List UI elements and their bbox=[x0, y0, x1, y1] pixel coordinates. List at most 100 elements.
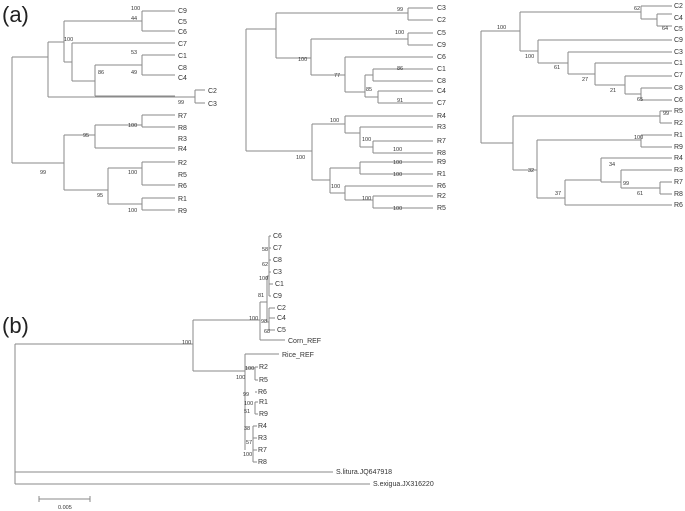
tree-a3-branches bbox=[480, 5, 672, 206]
tree-b-leaf: C4 bbox=[277, 315, 286, 322]
tree-a3-leaf: C6 bbox=[674, 97, 683, 104]
tree-a1-leaf: C4 bbox=[178, 75, 187, 82]
tree-b-leaf: R7 bbox=[258, 447, 267, 454]
tree-b-bootstrap: 58 bbox=[262, 247, 268, 253]
tree-b-bootstrap: 99 bbox=[243, 392, 249, 398]
tree-b-bootstrap: 81 bbox=[258, 293, 264, 299]
tree-a3-bootstrap: 34 bbox=[609, 162, 615, 168]
tree-a2-leaf: C7 bbox=[437, 100, 446, 107]
tree-a2-leaf: C1 bbox=[437, 66, 446, 73]
tree-a3-bootstrap: 65 bbox=[637, 97, 643, 103]
tree-a1-leaf: R7 bbox=[178, 113, 187, 120]
panel-label-a: (a) bbox=[2, 2, 29, 27]
tree-b-leaf: R8 bbox=[258, 459, 267, 466]
tree-a1-branches bbox=[11, 10, 205, 211]
tree-b-leaf: C7 bbox=[273, 245, 282, 252]
tree-b-branches bbox=[14, 235, 370, 485]
tree-a2-bootstrap: 100 bbox=[330, 118, 339, 124]
tree-b-bootstrap: 100 bbox=[245, 366, 254, 372]
tree-a3-bootstrap: 99 bbox=[623, 181, 629, 187]
tree-a1-bootstrap: 100 bbox=[128, 123, 137, 129]
tree-a1-leaf: C3 bbox=[208, 101, 217, 108]
tree-a2-leaf: C3 bbox=[437, 5, 446, 12]
tree-a2-branches bbox=[245, 7, 433, 209]
tree-b-bootstrap: 57 bbox=[246, 440, 252, 446]
tree-b-leaf: C6 bbox=[273, 233, 282, 240]
tree-a2-bootstrap: 91 bbox=[397, 98, 403, 104]
tree-a2-bootstrap: 100 bbox=[331, 184, 340, 190]
tree-a2-leaf: R3 bbox=[437, 124, 446, 131]
tree-a3-bootstrap: 100 bbox=[525, 54, 534, 60]
tree-a3-leaf: R1 bbox=[674, 132, 683, 139]
tree-a3-leaf: C8 bbox=[674, 85, 683, 92]
tree-a2-bootstrap: 100 bbox=[362, 137, 371, 143]
tree-a3-leaf-labels: C2 C4 C5 C9 C3 C1 C7 C8 C6 R5 R2 R1 R9 R… bbox=[674, 3, 683, 209]
tree-a1-bootstrap: 95 bbox=[83, 133, 89, 139]
tree-a2: C3 C2 C5 C9 C6 C1 C8 C4 C7 R4 R3 R7 R8 R… bbox=[245, 5, 446, 212]
scale-bar-label: 0.005 bbox=[58, 505, 72, 511]
tree-b-leaf: C1 bbox=[275, 281, 284, 288]
tree-a1-bootstrap: 49 bbox=[131, 70, 137, 76]
tree-a2-bootstrap: 85 bbox=[366, 87, 372, 93]
tree-a1-leaf: R5 bbox=[178, 172, 187, 179]
tree-a1-leaf: C7 bbox=[178, 41, 187, 48]
tree-a2-bootstrap: 100 bbox=[393, 172, 402, 178]
tree-a3-bootstrap: 27 bbox=[582, 77, 588, 83]
tree-a1-bootstrap: 100 bbox=[131, 6, 140, 12]
tree-a2-leaf: C8 bbox=[437, 78, 446, 85]
tree-a2-bootstrap: 100 bbox=[393, 206, 402, 212]
tree-a2-leaf: C2 bbox=[437, 17, 446, 24]
tree-a2-leaf: R6 bbox=[437, 183, 446, 190]
tree-a2-bootstrap: 100 bbox=[395, 30, 404, 36]
tree-a3-bootstrap: 100 bbox=[634, 135, 643, 141]
tree-a3: C2 C4 C5 C9 C3 C1 C7 C8 C6 R5 R2 R1 R9 R… bbox=[480, 3, 683, 209]
tree-a2-leaf: R7 bbox=[437, 138, 446, 145]
tree-a1-leaf: C9 bbox=[178, 8, 187, 15]
tree-a2-bootstrap: 86 bbox=[397, 66, 403, 72]
tree-b-leaf: R6 bbox=[258, 389, 267, 396]
tree-b-leaf: S.exigua.JX316220 bbox=[373, 481, 434, 488]
tree-a1-leaf: R2 bbox=[178, 160, 187, 167]
tree-a1-leaf: C2 bbox=[208, 88, 217, 95]
tree-a1-leaf: R6 bbox=[178, 183, 187, 190]
tree-a2-leaf: C9 bbox=[437, 42, 446, 49]
tree-b-leaf: S.litura.JQ647918 bbox=[336, 469, 392, 476]
tree-b-leaf: C9 bbox=[273, 293, 282, 300]
tree-a3-bootstrap: 21 bbox=[610, 88, 616, 94]
tree-a1: C9 C5 C6 C7 C1 C8 C4 C2 C3 R7 R8 R3 R4 R… bbox=[11, 6, 217, 215]
tree-a1-leaf: C8 bbox=[178, 65, 187, 72]
tree-a3-bootstrap: 61 bbox=[554, 65, 560, 71]
scale-bar: 0.005 bbox=[38, 496, 91, 511]
tree-a3-leaf: C1 bbox=[674, 60, 683, 67]
tree-a2-leaf: C6 bbox=[437, 54, 446, 61]
tree-a1-bootstrap: 53 bbox=[131, 50, 137, 56]
tree-a2-leaf: R9 bbox=[437, 159, 446, 166]
tree-b-leaf: Corn_REF bbox=[288, 338, 321, 345]
tree-a3-leaf: R6 bbox=[674, 202, 683, 209]
tree-a2-bootstrap: 77 bbox=[334, 73, 340, 79]
tree-a3-leaf: C4 bbox=[674, 15, 683, 22]
tree-b-leaf: C5 bbox=[277, 327, 286, 334]
tree-b-leaf: R9 bbox=[259, 411, 268, 418]
tree-a2-bootstrap: 100 bbox=[362, 196, 371, 202]
tree-a1-leaf: C5 bbox=[178, 19, 187, 26]
tree-b-leaf: R3 bbox=[258, 435, 267, 442]
tree-a1-leaf: R4 bbox=[178, 146, 187, 153]
tree-b-leaf-labels: C6 C7 C8 C3 C1 C9 C2 C4 C5 Corn_REF Rice… bbox=[258, 233, 434, 488]
tree-b-leaf: R5 bbox=[259, 377, 268, 384]
tree-a3-leaf: C2 bbox=[674, 3, 683, 10]
tree-b-leaf: R2 bbox=[259, 364, 268, 371]
tree-a1-bootstrap: 99 bbox=[178, 100, 184, 106]
tree-a3-leaf: R4 bbox=[674, 155, 683, 162]
tree-a1-leaf: R9 bbox=[178, 208, 187, 215]
tree-b-leaf: C3 bbox=[273, 269, 282, 276]
tree-a1-bootstrap: 86 bbox=[98, 70, 104, 76]
tree-a1-bootstrap: 100 bbox=[64, 37, 73, 43]
tree-a3-leaf: R9 bbox=[674, 144, 683, 151]
tree-b-bootstrap-values: 58 62 100 81 98 68 100 100 100 100 99 10… bbox=[182, 247, 270, 458]
tree-a3-leaf: C7 bbox=[674, 72, 683, 79]
tree-a2-leaf-labels: C3 C2 C5 C9 C6 C1 C8 C4 C7 R4 R3 R7 R8 R… bbox=[437, 5, 446, 212]
tree-b-bootstrap: 100 bbox=[182, 340, 191, 346]
tree-a3-leaf: R3 bbox=[674, 167, 683, 174]
